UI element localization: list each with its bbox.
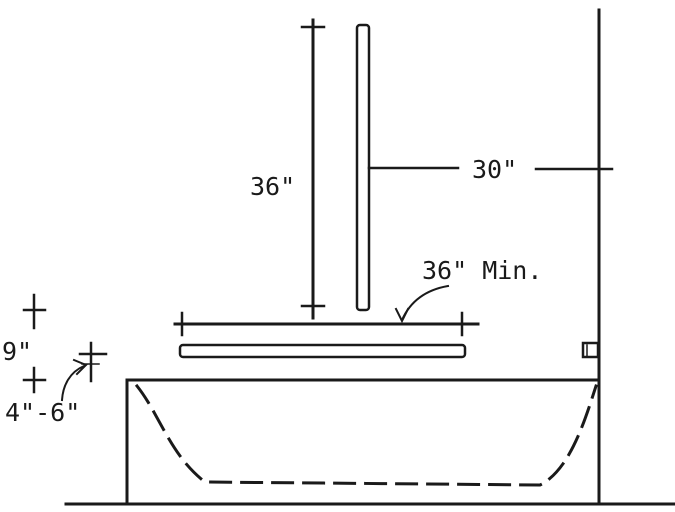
vertical-grab-bar	[355, 23, 371, 312]
wall-offset-dimension	[367, 166, 614, 171]
bar-offset-label: 30"	[472, 155, 517, 184]
vertical-bar-height-label: 36"	[250, 172, 295, 201]
control-offset-marker	[60, 341, 108, 402]
horizontal-bar-length-label: 36" Min.	[422, 256, 542, 285]
faucet-control	[581, 341, 600, 359]
horizontal-dimension-leader	[400, 284, 450, 322]
control-offset-leader	[60, 364, 86, 402]
vertical-dimension	[300, 18, 326, 320]
control-offset-label: 4"-6"	[5, 398, 80, 427]
bathtub	[125, 378, 601, 506]
height-marker	[22, 293, 47, 394]
horizontal-grab-bar	[178, 343, 467, 359]
horizontal-dimension-arrowhead	[394, 307, 410, 324]
horizontal-dimension	[173, 284, 480, 337]
tub-basin-dashed	[134, 383, 598, 487]
control-offset-arrowhead	[72, 358, 88, 376]
height-above-rim-label: 9"	[2, 337, 32, 366]
